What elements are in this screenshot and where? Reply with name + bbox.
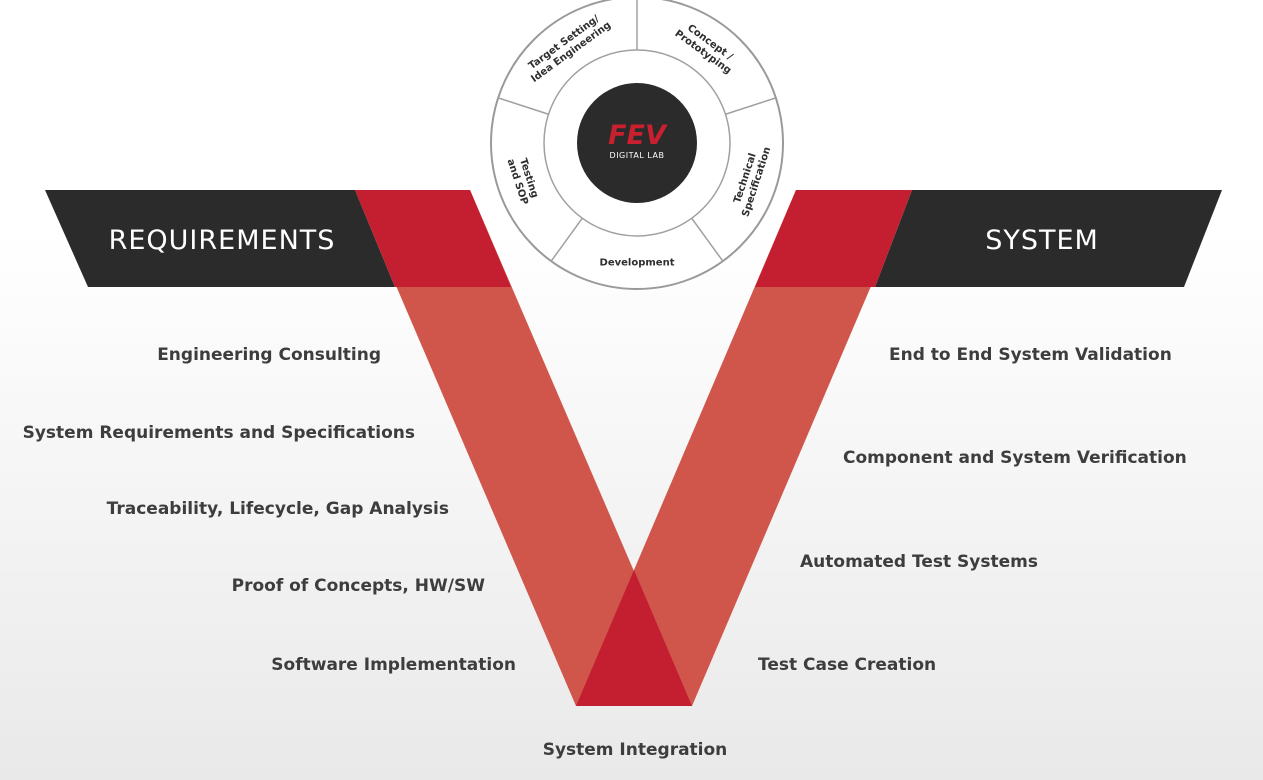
v-left-top-highlight [355, 190, 511, 287]
left-item-4: Proof of Concepts, HW/SW [232, 576, 486, 596]
v-right-top-highlight [755, 190, 912, 287]
left-item-3: Traceability, Lifecycle, Gap Analysis [107, 499, 449, 519]
fev-logo-subtitle: DIGITAL LAB [610, 151, 665, 160]
wheel-divider [691, 217, 724, 262]
left-item-2: System Requirements and Specifications [23, 423, 415, 443]
system-label: SYSTEM [985, 225, 1099, 256]
v-bottom-overlap [576, 570, 692, 706]
left-item-1: Engineering Consulting [157, 345, 381, 365]
requirements-label: REQUIREMENTS [109, 225, 336, 256]
right-item-4: Test Case Creation [758, 655, 936, 675]
system-banner [875, 190, 1222, 287]
wheel-segment-label: Development [600, 258, 675, 269]
right-item-3: Automated Test Systems [800, 552, 1038, 572]
requirements-banner [45, 190, 395, 287]
right-item-1: End to End System Validation [889, 345, 1172, 365]
right-item-2: Component and System Verification [843, 448, 1187, 468]
v-left-arm [355, 190, 692, 706]
wheel-divider [550, 217, 583, 262]
bottom-item: System Integration [543, 740, 728, 760]
left-item-5: Software Implementation [271, 655, 516, 675]
fev-logo: FEV [608, 120, 668, 151]
wheel-divider [725, 97, 777, 115]
wheel-divider [497, 97, 549, 115]
wheel-core [577, 83, 697, 203]
v-right-arm [576, 190, 912, 706]
